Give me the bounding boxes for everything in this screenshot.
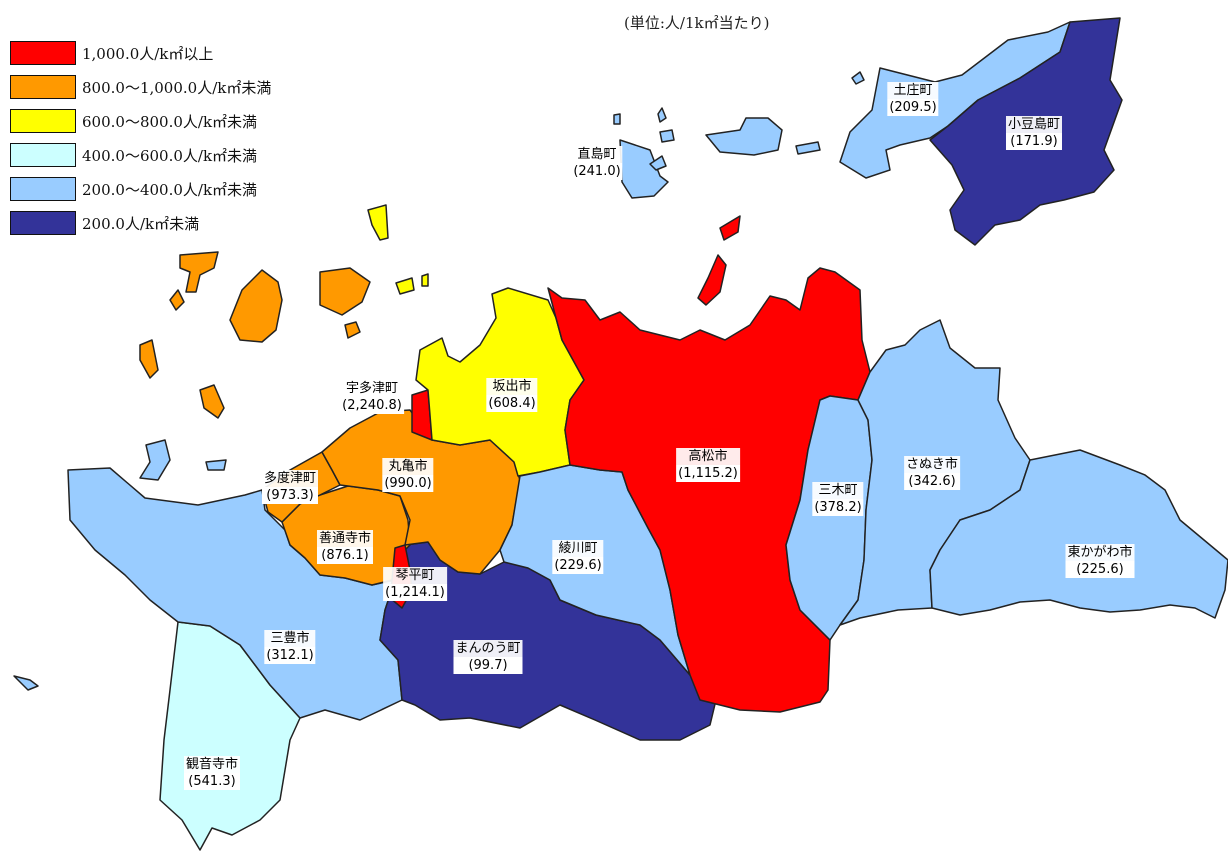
island [613, 113, 621, 125]
region-label-kanonji: 観音寺市 (541.3) [183, 756, 241, 790]
region-name: 善通寺市 [316, 530, 374, 547]
region-higashikagawa [929, 449, 1228, 619]
region-name: 小豆島町 [1005, 116, 1063, 133]
region-label-mitoyo: 三豊市 (312.1) [264, 630, 316, 664]
island [851, 71, 865, 85]
region-label-tonosho: 土庄町 (209.5) [887, 82, 939, 116]
region-value: (973.3) [261, 487, 319, 504]
region-label-miki: 三木町 (378.2) [812, 482, 864, 516]
island [619, 139, 669, 199]
region-value: (209.5) [887, 99, 939, 116]
island [139, 339, 159, 379]
region-value: (225.6) [1065, 561, 1135, 578]
legend-item: 200.0〜400.0人/k㎡未満 [10, 172, 271, 206]
region-value: (171.9) [1005, 133, 1063, 150]
island [344, 321, 361, 339]
region-value: (608.4) [486, 395, 538, 412]
region-label-higashikagawa: 東かがわ市 (225.6) [1065, 544, 1135, 578]
region-name: 多度津町 [261, 470, 319, 487]
legend-label: 600.0〜800.0人/k㎡未満 [82, 112, 258, 131]
legend-swatch [10, 75, 76, 99]
region-name: 琴平町 [383, 567, 447, 584]
island [659, 129, 675, 143]
region-value: (541.3) [183, 773, 241, 790]
legend-item: 600.0〜800.0人/k㎡未満 [10, 104, 271, 138]
region-name: 高松市 [676, 448, 740, 465]
island [179, 251, 219, 293]
legend-label: 200.0人/k㎡未満 [82, 214, 200, 233]
region-label-sanuki: さぬき市 (342.6) [904, 456, 960, 490]
legend-swatch [10, 211, 76, 235]
region-name: 直島町 [571, 146, 623, 163]
island [205, 459, 227, 471]
region-name: 土庄町 [887, 82, 939, 99]
legend-item: 200.0人/k㎡未満 [10, 206, 271, 240]
region-label-tadotsu: 多度津町 (973.3) [261, 470, 319, 504]
island [395, 277, 415, 295]
legend-label: 200.0〜400.0人/k㎡未満 [82, 180, 258, 199]
region-value: (1,115.2) [676, 465, 740, 482]
region-label-takamatsu: 高松市 (1,115.2) [676, 448, 740, 482]
legend-swatch [10, 41, 76, 65]
legend: 1,000.0人/k㎡以上 800.0〜1,000.0人/k㎡未満 600.0〜… [10, 36, 271, 240]
region-name: 宇多津町 [340, 380, 404, 397]
region-value: (312.1) [264, 647, 316, 664]
island [421, 273, 429, 287]
island [139, 439, 171, 481]
region-value: (342.6) [904, 473, 960, 490]
island [719, 215, 741, 241]
region-value: (99.7) [453, 657, 523, 674]
region-value: (1,214.1) [383, 584, 447, 601]
legend-swatch [10, 143, 76, 167]
region-label-naoshima: 直島町 (241.0) [571, 146, 623, 180]
region-label-marugame: 丸亀市 (990.0) [382, 458, 434, 492]
region-name: 坂出市 [486, 378, 538, 395]
region-name: 観音寺市 [183, 756, 241, 773]
region-label-ayagawa: 綾川町 (229.6) [552, 540, 604, 574]
legend-item: 1,000.0人/k㎡以上 [10, 36, 271, 70]
island [697, 254, 727, 306]
legend-item: 400.0〜600.0人/k㎡未満 [10, 138, 271, 172]
island [705, 117, 783, 156]
region-value: (876.1) [316, 547, 374, 564]
island [795, 141, 821, 155]
region-value: (378.2) [812, 499, 864, 516]
region-name: 東かがわ市 [1065, 544, 1135, 561]
legend-label: 1,000.0人/k㎡以上 [82, 44, 214, 63]
region-name: 綾川町 [552, 540, 604, 557]
island [229, 269, 283, 343]
region-value: (990.0) [382, 475, 434, 492]
island [199, 384, 225, 419]
legend-label: 800.0〜1,000.0人/k㎡未満 [82, 78, 272, 97]
island [13, 675, 39, 691]
region-name: さぬき市 [904, 456, 960, 473]
region-label-kotohira: 琴平町 (1,214.1) [383, 567, 447, 601]
region-name: 三木町 [812, 482, 864, 499]
legend-swatch [10, 177, 76, 201]
island [367, 204, 389, 241]
island [657, 107, 667, 123]
region-name: 三豊市 [264, 630, 316, 647]
island [319, 267, 371, 316]
legend-swatch [10, 109, 76, 133]
region-manno [379, 541, 717, 741]
legend-item: 800.0〜1,000.0人/k㎡未満 [10, 70, 271, 104]
region-name: 丸亀市 [382, 458, 434, 475]
island [169, 289, 185, 311]
region-value: (2,240.8) [340, 397, 404, 414]
region-name: まんのう町 [453, 640, 523, 657]
region-value: (241.0) [571, 163, 623, 180]
region-label-manno: まんのう町 (99.7) [453, 640, 523, 674]
region-label-zentsuji: 善通寺市 (876.1) [316, 530, 374, 564]
unit-note: (単位:人/1k㎡当たり) [624, 14, 770, 32]
legend-label: 400.0〜600.0人/k㎡未満 [82, 146, 258, 165]
region-label-utazu: 宇多津町 (2,240.8) [340, 380, 404, 414]
island [649, 155, 667, 171]
region-label-sakaide: 坂出市 (608.4) [486, 378, 538, 412]
region-label-shodoshima: 小豆島町 (171.9) [1005, 116, 1063, 150]
region-value: (229.6) [552, 557, 604, 574]
